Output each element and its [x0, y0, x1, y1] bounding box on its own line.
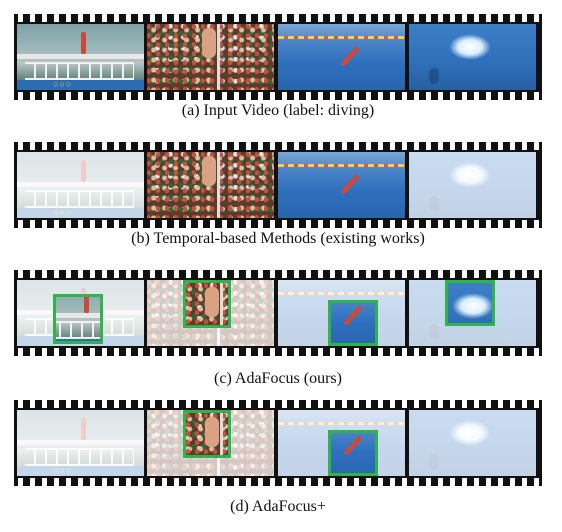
frame-splash-dimmed	[409, 152, 536, 218]
frame-pool-dive-selected	[278, 152, 405, 218]
frame-splash	[409, 24, 536, 90]
frame-pool-dimmed	[278, 410, 405, 476]
frame-crowd	[147, 24, 274, 90]
film-strip: ○○○	[14, 270, 542, 356]
focus-patch	[328, 300, 378, 346]
frame-crowd-dimmed	[147, 280, 274, 346]
frame-crowd-selected	[147, 152, 274, 218]
caption: (d) AdaFocus+	[230, 498, 326, 515]
frame-splash-dimmed	[409, 410, 536, 476]
focus-patch	[328, 430, 378, 476]
film-strip: ○○○	[14, 142, 542, 228]
film-holes	[14, 92, 542, 100]
frame-platform-dimmed: ○○○	[17, 410, 144, 476]
film-holes	[14, 270, 542, 278]
film-strip: ○○○	[14, 400, 542, 486]
caption: (c) AdaFocus (ours)	[214, 370, 342, 387]
film-holes	[14, 348, 542, 356]
film-holes	[14, 142, 542, 150]
film-strip: ○○○	[14, 14, 542, 100]
focus-patch	[183, 280, 231, 328]
frame-crowd-dimmed	[147, 410, 274, 476]
caption: (b) Temporal-based Methods (existing wor…	[131, 230, 425, 247]
frame-pool-dimmed	[278, 280, 405, 346]
focus-patch	[445, 280, 495, 326]
film-holes	[14, 478, 542, 486]
frame-platform-dimmed: ○○○	[17, 152, 144, 218]
caption: (a) Input Video (label: diving)	[181, 102, 375, 119]
frame-platform-dimmed: ○○○	[17, 280, 144, 346]
focus-patch	[183, 410, 231, 458]
film-holes	[14, 14, 542, 22]
frame-platform: ○○○	[17, 24, 144, 90]
frame-pool-dive	[278, 24, 405, 90]
frame-splash-dimmed	[409, 280, 536, 346]
film-holes	[14, 220, 542, 228]
film-holes	[14, 400, 542, 408]
focus-patch	[53, 294, 103, 344]
